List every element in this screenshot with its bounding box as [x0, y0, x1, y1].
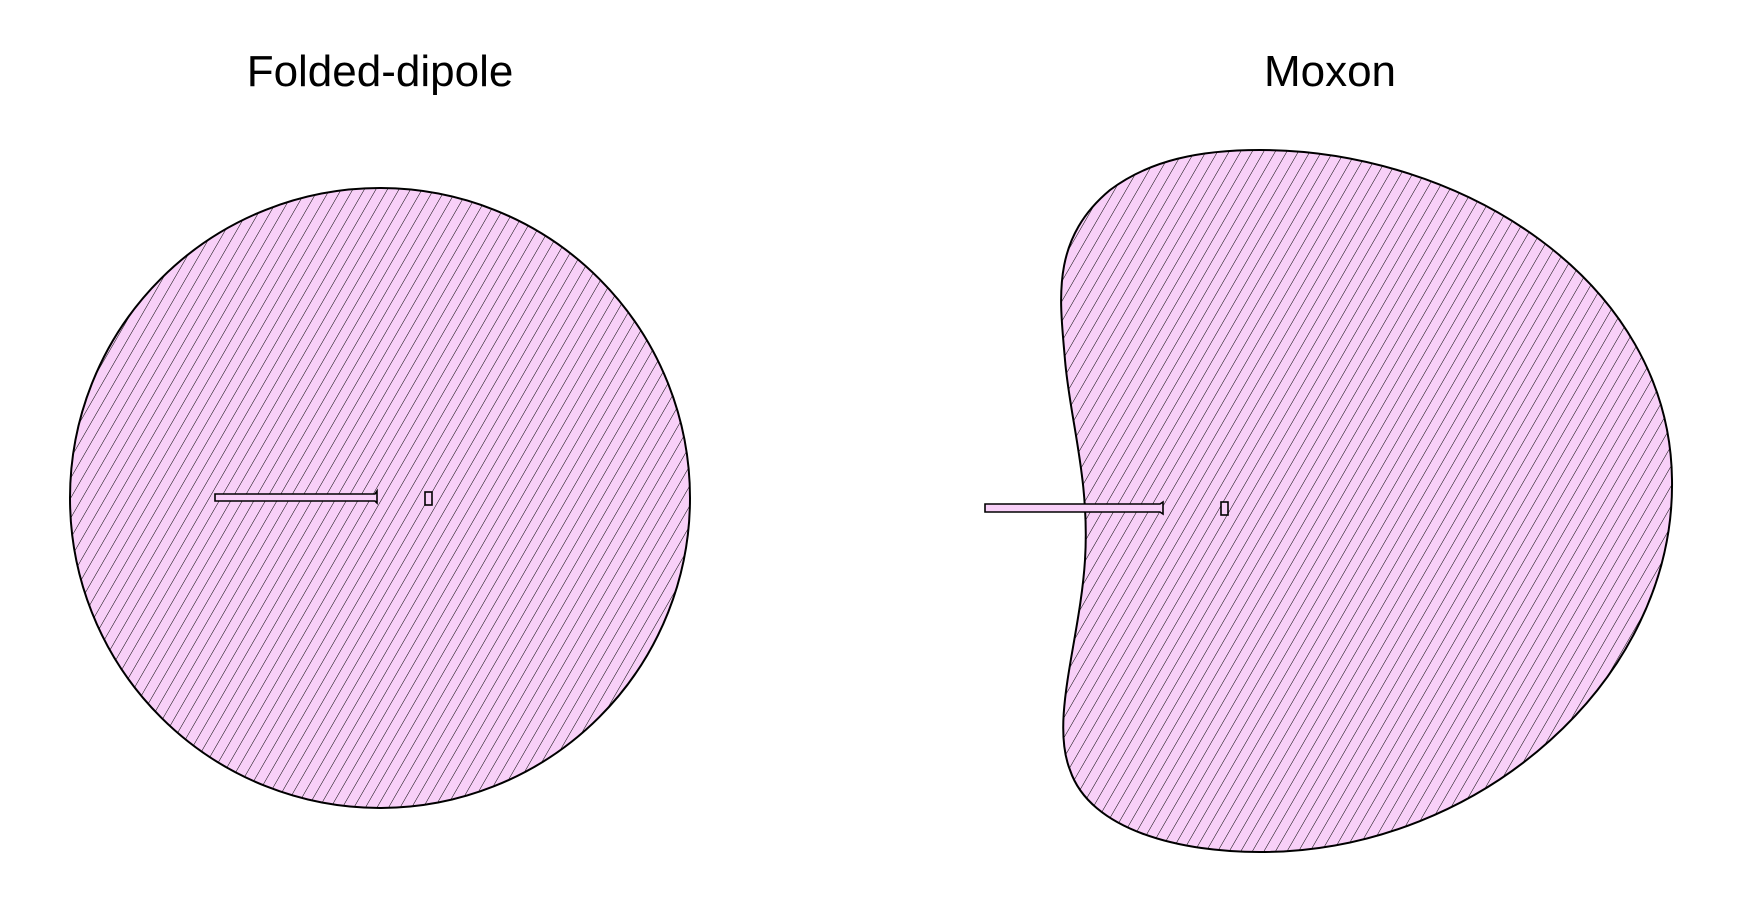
folded-dipole-pattern-lobe — [69, 187, 691, 809]
moxon-pattern-lobe — [1060, 148, 1674, 854]
moxon-driven-element — [984, 500, 1164, 516]
moxon-small-element — [1220, 501, 1229, 516]
moxon-panel — [984, 148, 1674, 854]
folded-dipole-driven-element — [214, 488, 378, 505]
panel-title-folded-dipole: Folded-dipole — [246, 47, 514, 96]
folded-dipole-panel — [69, 187, 691, 809]
folded-dipole-antenna-elements — [214, 488, 433, 506]
moxon-antenna-elements — [984, 500, 1229, 516]
folded-dipole-small-element — [424, 491, 433, 506]
panel-title-moxon: Moxon — [1263, 47, 1397, 96]
